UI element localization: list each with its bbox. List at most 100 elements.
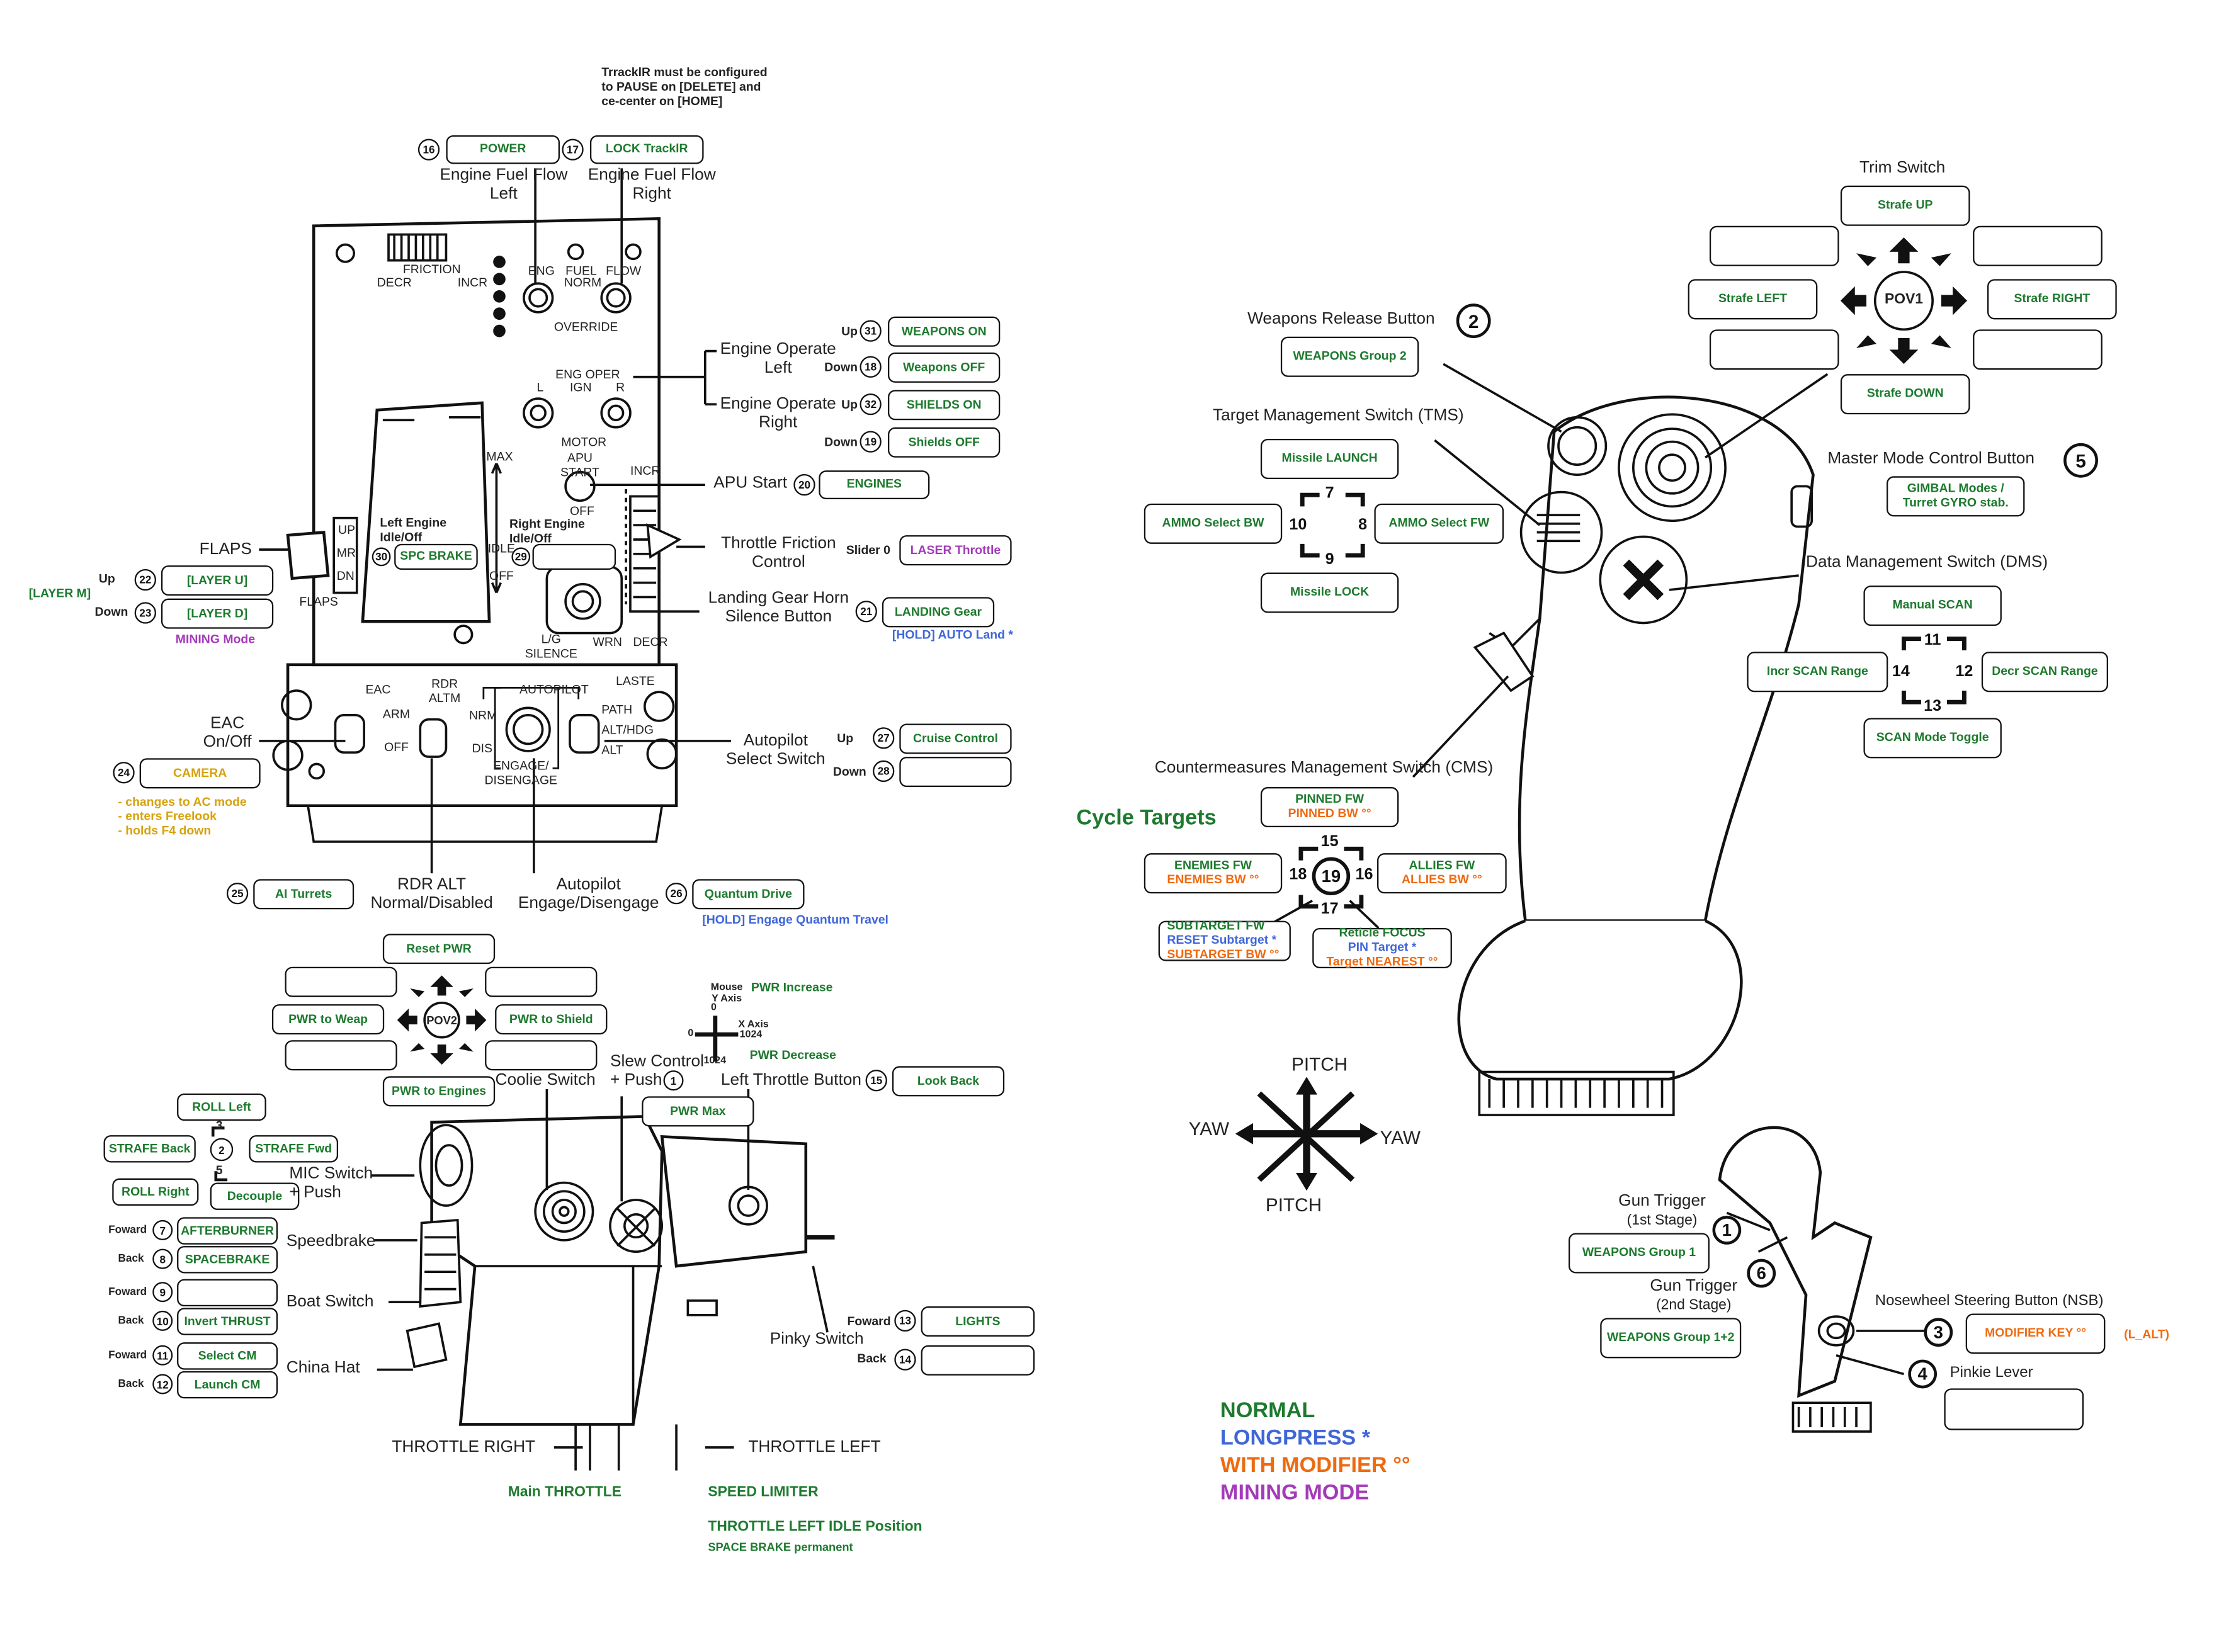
decr-scan-box: Decr SCAN Range: [1982, 652, 2108, 692]
throttle-left-label: THROTTLE LEFT: [748, 1439, 880, 1457]
tms-label: Target Management Switch (TMS): [1213, 407, 1464, 426]
num-5: 5: [2063, 443, 2098, 478]
spacebrake-box: SPACEBRAKE: [177, 1246, 278, 1273]
num-2-weapons: 2: [1456, 303, 1491, 338]
pov1-ur-box: [1973, 226, 2103, 266]
cms-16: 16: [1355, 866, 1373, 883]
fwd-13: Foward: [848, 1315, 891, 1329]
boat-fwd-box: [177, 1279, 278, 1306]
strafe-fwd-box: STRAFE Fwd: [249, 1135, 338, 1162]
up-32: Up: [841, 399, 858, 412]
cms-17: 17: [1321, 901, 1339, 918]
lock-trackir-box: LOCK TracklR: [590, 135, 704, 164]
shields-off-box: Shields OFF: [888, 427, 1000, 458]
coolie-label: Coolie Switch: [496, 1072, 596, 1091]
back-12: Back: [118, 1378, 144, 1391]
cms-label: Countermeasures Management Switch (CMS): [1155, 760, 1494, 779]
laser-throttle-box: LASER Throttle: [899, 535, 1011, 565]
scan-toggle-box: SCAN Mode Toggle: [1863, 718, 2001, 758]
panel-arm: ARM: [383, 708, 410, 721]
num-13: 13: [894, 1310, 916, 1332]
strafe-right-box: Strafe RIGHT: [1987, 279, 2117, 319]
pov1-label: POV1: [1885, 292, 1923, 308]
panel-rdr-altm: RDR ALTM: [429, 677, 460, 706]
launch-cm-box: Launch CM: [177, 1371, 278, 1398]
pov1-dr-box: [1973, 329, 2103, 370]
down-18: Down: [824, 361, 858, 375]
panel-path: PATH: [601, 704, 632, 718]
pinned-box: PINNED FW PINNED BW °°: [1261, 787, 1399, 827]
layer-u-box: [LAYER U]: [161, 565, 273, 596]
down-23: Down: [95, 606, 128, 620]
ai-turrets-box: AI Turrets: [253, 879, 354, 909]
layer-m-note: [LAYER M]: [29, 587, 91, 601]
y-zero: 0: [711, 1003, 717, 1014]
look-back-box: Look Back: [892, 1066, 1004, 1096]
panel-wrn: WRN: [593, 636, 622, 650]
x-1024: 1024: [740, 1030, 763, 1041]
num-32: 32: [860, 393, 881, 415]
weapons-g1-box: WEAPONS Group 1: [1569, 1233, 1710, 1274]
sub-fw: SUBTARGET FW: [1167, 920, 1264, 934]
panel-apu-start: APU START: [560, 452, 599, 480]
tms-8: 8: [1358, 516, 1367, 533]
num-21: 21: [856, 601, 877, 622]
speed-limiter-label: SPEED LIMITER: [708, 1485, 818, 1501]
enemies-fw: ENEMIES FW: [1174, 859, 1252, 873]
eac-label: EAC On/Off: [203, 715, 252, 753]
fwd-11: Foward: [108, 1350, 147, 1362]
allies-box: ALLIES FW ALLIES BW °°: [1377, 853, 1507, 893]
num-4: 4: [1908, 1360, 1937, 1389]
pwr-decrease-label: PWR Decrease: [750, 1049, 836, 1063]
weapons-on-box: WEAPONS ON: [888, 317, 1000, 347]
enemies-box: ENEMIES FW ENEMIES BW °°: [1144, 853, 1282, 893]
pwr-weap-box: PWR to Weap: [272, 1004, 384, 1034]
num-1-slew: 1: [664, 1070, 684, 1090]
pov2-ur-box: [485, 967, 597, 997]
strafe-back-box: STRAFE Back: [104, 1135, 196, 1162]
gear-horn-label: Landing Gear Horn Silence Button: [708, 590, 849, 628]
quantum-box: Quantum Drive: [692, 879, 804, 909]
auto-land-note: [HOLD] AUTO Land *: [892, 629, 1013, 643]
pwr-increase-label: PWR Increase: [751, 982, 833, 995]
panel-flaps: FLAPS: [299, 596, 338, 609]
roll-right-box: ROLL Right: [112, 1179, 198, 1206]
pinky-sw-label: Pinky Switch: [770, 1331, 864, 1350]
ammo-fw-box: AMMO Select FW: [1374, 504, 1504, 544]
tms-7: 7: [1325, 485, 1334, 502]
shields-on-box: SHIELDS ON: [888, 390, 1000, 420]
pinkie-lever-box: [1944, 1388, 2084, 1430]
num-1-gun: 1: [1713, 1216, 1742, 1245]
select-cm-box: Select CM: [177, 1342, 278, 1369]
legend-modifier: WITH MODIFIER °°: [1220, 1453, 1410, 1478]
num-22: 22: [135, 569, 156, 591]
right-idle-label: Right Engine Idle/Off: [509, 518, 585, 546]
panel-motor: MOTOR: [561, 436, 606, 450]
num-11: 11: [152, 1345, 173, 1366]
panel-friction: FRICTION: [403, 263, 461, 277]
num-27: 27: [873, 727, 894, 749]
panel-engage: ENGAGE/ DISENGAGE: [485, 760, 558, 788]
sub-bw: SUBTARGET BW °°: [1167, 948, 1279, 962]
quantum-note: [HOLD] Engage Quantum Travel: [702, 914, 888, 927]
num-3: 3: [1924, 1318, 1953, 1347]
strafe-left-box: Strafe LEFT: [1688, 279, 1818, 319]
back-14: Back: [857, 1352, 886, 1366]
mic-label: MIC Switch + Push: [289, 1165, 373, 1203]
dms-12: 12: [1955, 664, 1973, 681]
mining-mode-note: MINING Mode: [176, 633, 255, 647]
joystick-body: [1459, 397, 1813, 1115]
panel-autopilot: AUTOPILOT: [519, 684, 589, 698]
weapons-off-box: Weapons OFF: [888, 353, 1000, 383]
left-throttle-btn-label: Left Throttle Button: [721, 1072, 861, 1091]
fuel-right-label: Engine Fuel Flow Right: [588, 167, 716, 205]
sub-reset: RESET Subtarget *: [1167, 934, 1276, 948]
trim-label: Trim Switch: [1859, 160, 1945, 179]
num-31: 31: [860, 320, 881, 341]
allies-fw: ALLIES FW: [1409, 859, 1475, 873]
mic-hat-3: 3: [216, 1119, 223, 1133]
cms-15: 15: [1321, 833, 1339, 850]
back-8: Back: [118, 1253, 144, 1265]
